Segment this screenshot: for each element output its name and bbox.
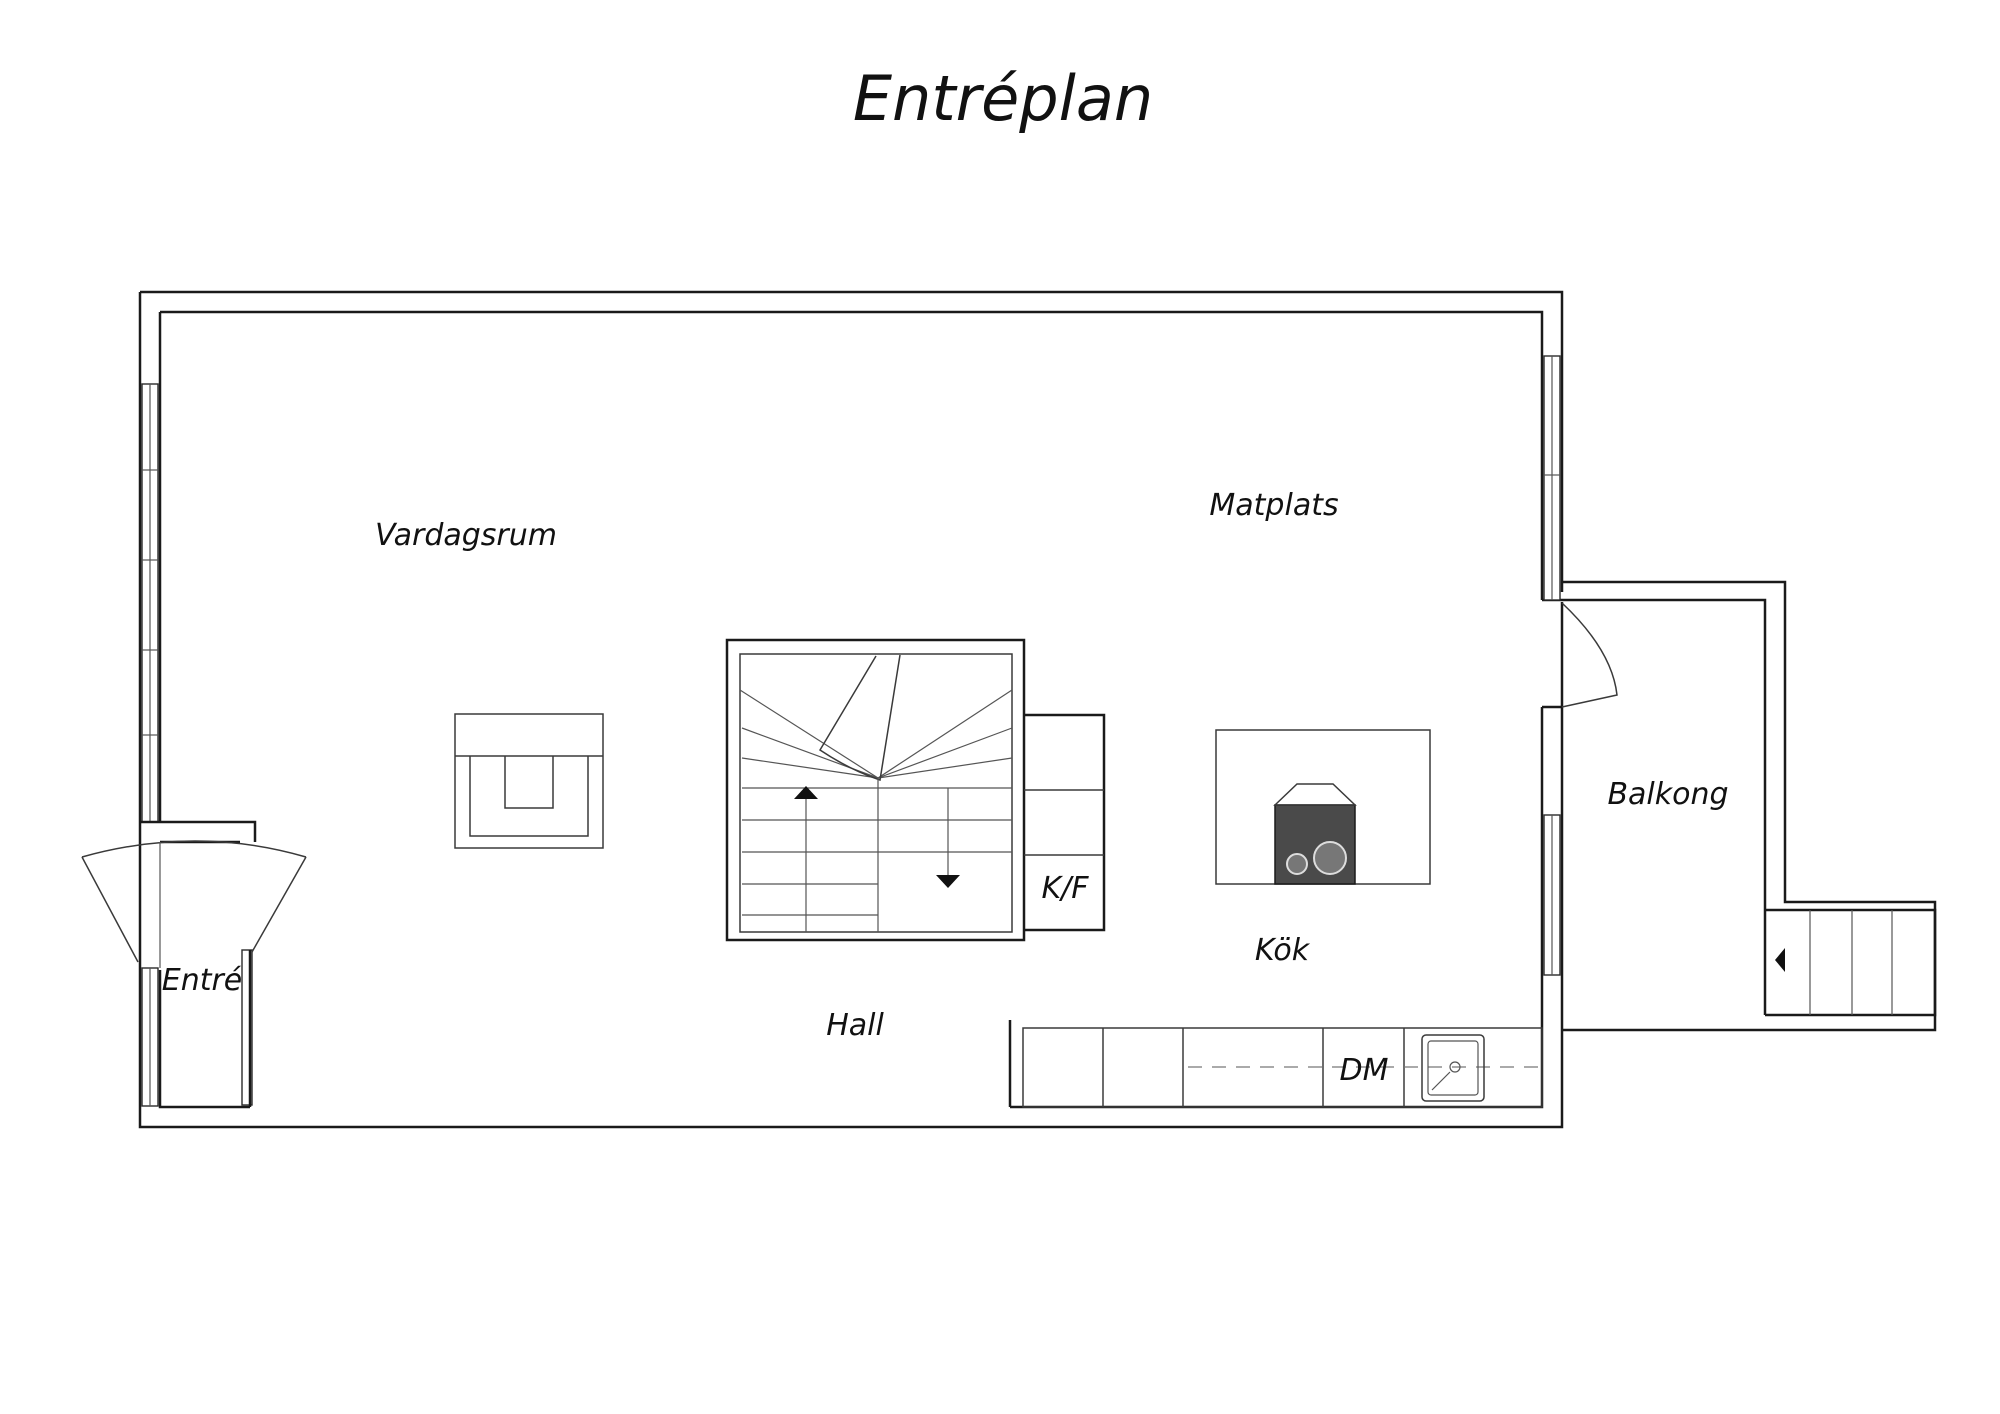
- room-label-kok: Kök: [1255, 933, 1311, 968]
- right-windows: [1543, 355, 1561, 976]
- room-label-hall: Hall: [826, 1008, 884, 1043]
- left-windows: [141, 383, 253, 1107]
- room-labels: Vardagsrum Matplats Balkong K/F Kök Entr…: [162, 488, 1729, 1088]
- stairs-down-arrow-icon: [1775, 948, 1785, 972]
- room-label-entre: Entré: [162, 963, 243, 998]
- down-arrow-icon: [936, 875, 960, 888]
- kitchen-island: [1215, 729, 1431, 885]
- up-arrow-icon: [794, 786, 818, 799]
- room-label-matplats: Matplats: [1209, 488, 1338, 523]
- fireplace: [454, 713, 604, 849]
- kitchen-counter: [1008, 1020, 1543, 1108]
- room-label-kf: K/F: [1041, 871, 1089, 906]
- plan-title: Entréplan: [853, 62, 1153, 135]
- room-label-dm: DM: [1340, 1053, 1389, 1088]
- entrance: [81, 820, 307, 1107]
- balcony: [1561, 580, 1937, 1032]
- room-label-balkong: Balkong: [1607, 777, 1728, 812]
- exterior-walls: [138, 290, 1564, 1129]
- staircase: [725, 638, 1106, 942]
- room-label-vardagsrum: Vardagsrum: [375, 518, 557, 553]
